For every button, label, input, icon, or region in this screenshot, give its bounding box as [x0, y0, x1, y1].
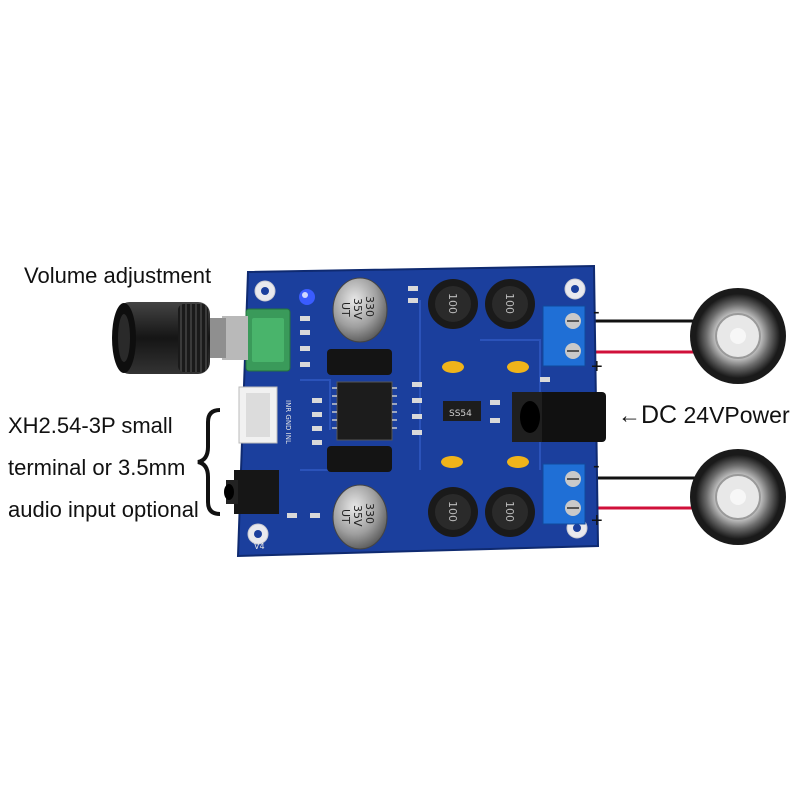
terminal-block-top — [542, 305, 586, 367]
terminal-plus-top: + — [591, 356, 603, 378]
volume-adjustment-label: Volume adjustment — [24, 263, 212, 288]
arrow-left-icon: ← — [618, 402, 641, 428]
svg-text:35V: 35V — [351, 298, 364, 320]
speaker-wires — [585, 319, 700, 510]
volume-potentiometer — [112, 302, 291, 374]
pcb-board: SS54 100 100 100 100 — [224, 264, 606, 558]
electrolytic-capacitor-top: 330 35V UT — [332, 277, 388, 343]
speaker-icon — [690, 288, 786, 384]
dc-power-label: ←DC 24VPower — [618, 401, 790, 430]
input-label-line2: terminal or 3.5mm — [8, 455, 186, 480]
svg-text:100: 100 — [503, 293, 516, 314]
svg-text:100: 100 — [446, 293, 459, 314]
volume-knob — [112, 302, 210, 374]
audio-jack-3-5mm — [224, 470, 279, 514]
svg-text:UT: UT — [339, 509, 352, 524]
input-label-line3: audio input optional — [8, 497, 199, 522]
svg-text:UT: UT — [339, 302, 352, 317]
inductors: 100 100 100 100 — [428, 279, 535, 537]
input-pin-labels: INR GND INL — [284, 400, 292, 444]
dc-prefix: DC — [641, 401, 678, 429]
xh-input-connector: INR GND INL — [238, 386, 292, 444]
dc-rest: 24VPower — [677, 402, 790, 428]
electrolytic-capacitor-bottom: 330 35V UT — [332, 484, 388, 550]
svg-text:100: 100 — [503, 501, 516, 522]
dc-power-jack — [512, 392, 606, 442]
terminal-minus-top: - — [593, 301, 600, 323]
svg-text:35V: 35V — [351, 505, 364, 527]
speaker-icon — [690, 449, 786, 545]
input-label-line1: XH2.54-3P small — [8, 413, 173, 438]
terminal-minus-bottom: - — [593, 455, 600, 477]
svg-text:330: 330 — [363, 503, 376, 524]
terminal-block-bottom — [542, 463, 586, 525]
brace-icon — [197, 408, 221, 516]
svg-text:330: 330 — [363, 296, 376, 317]
svg-text:100: 100 — [446, 501, 459, 522]
board-version: V4 — [254, 542, 265, 551]
diode-label: SS54 — [449, 409, 472, 419]
terminal-plus-bottom: + — [591, 510, 603, 532]
amplifier-ic — [336, 381, 393, 441]
